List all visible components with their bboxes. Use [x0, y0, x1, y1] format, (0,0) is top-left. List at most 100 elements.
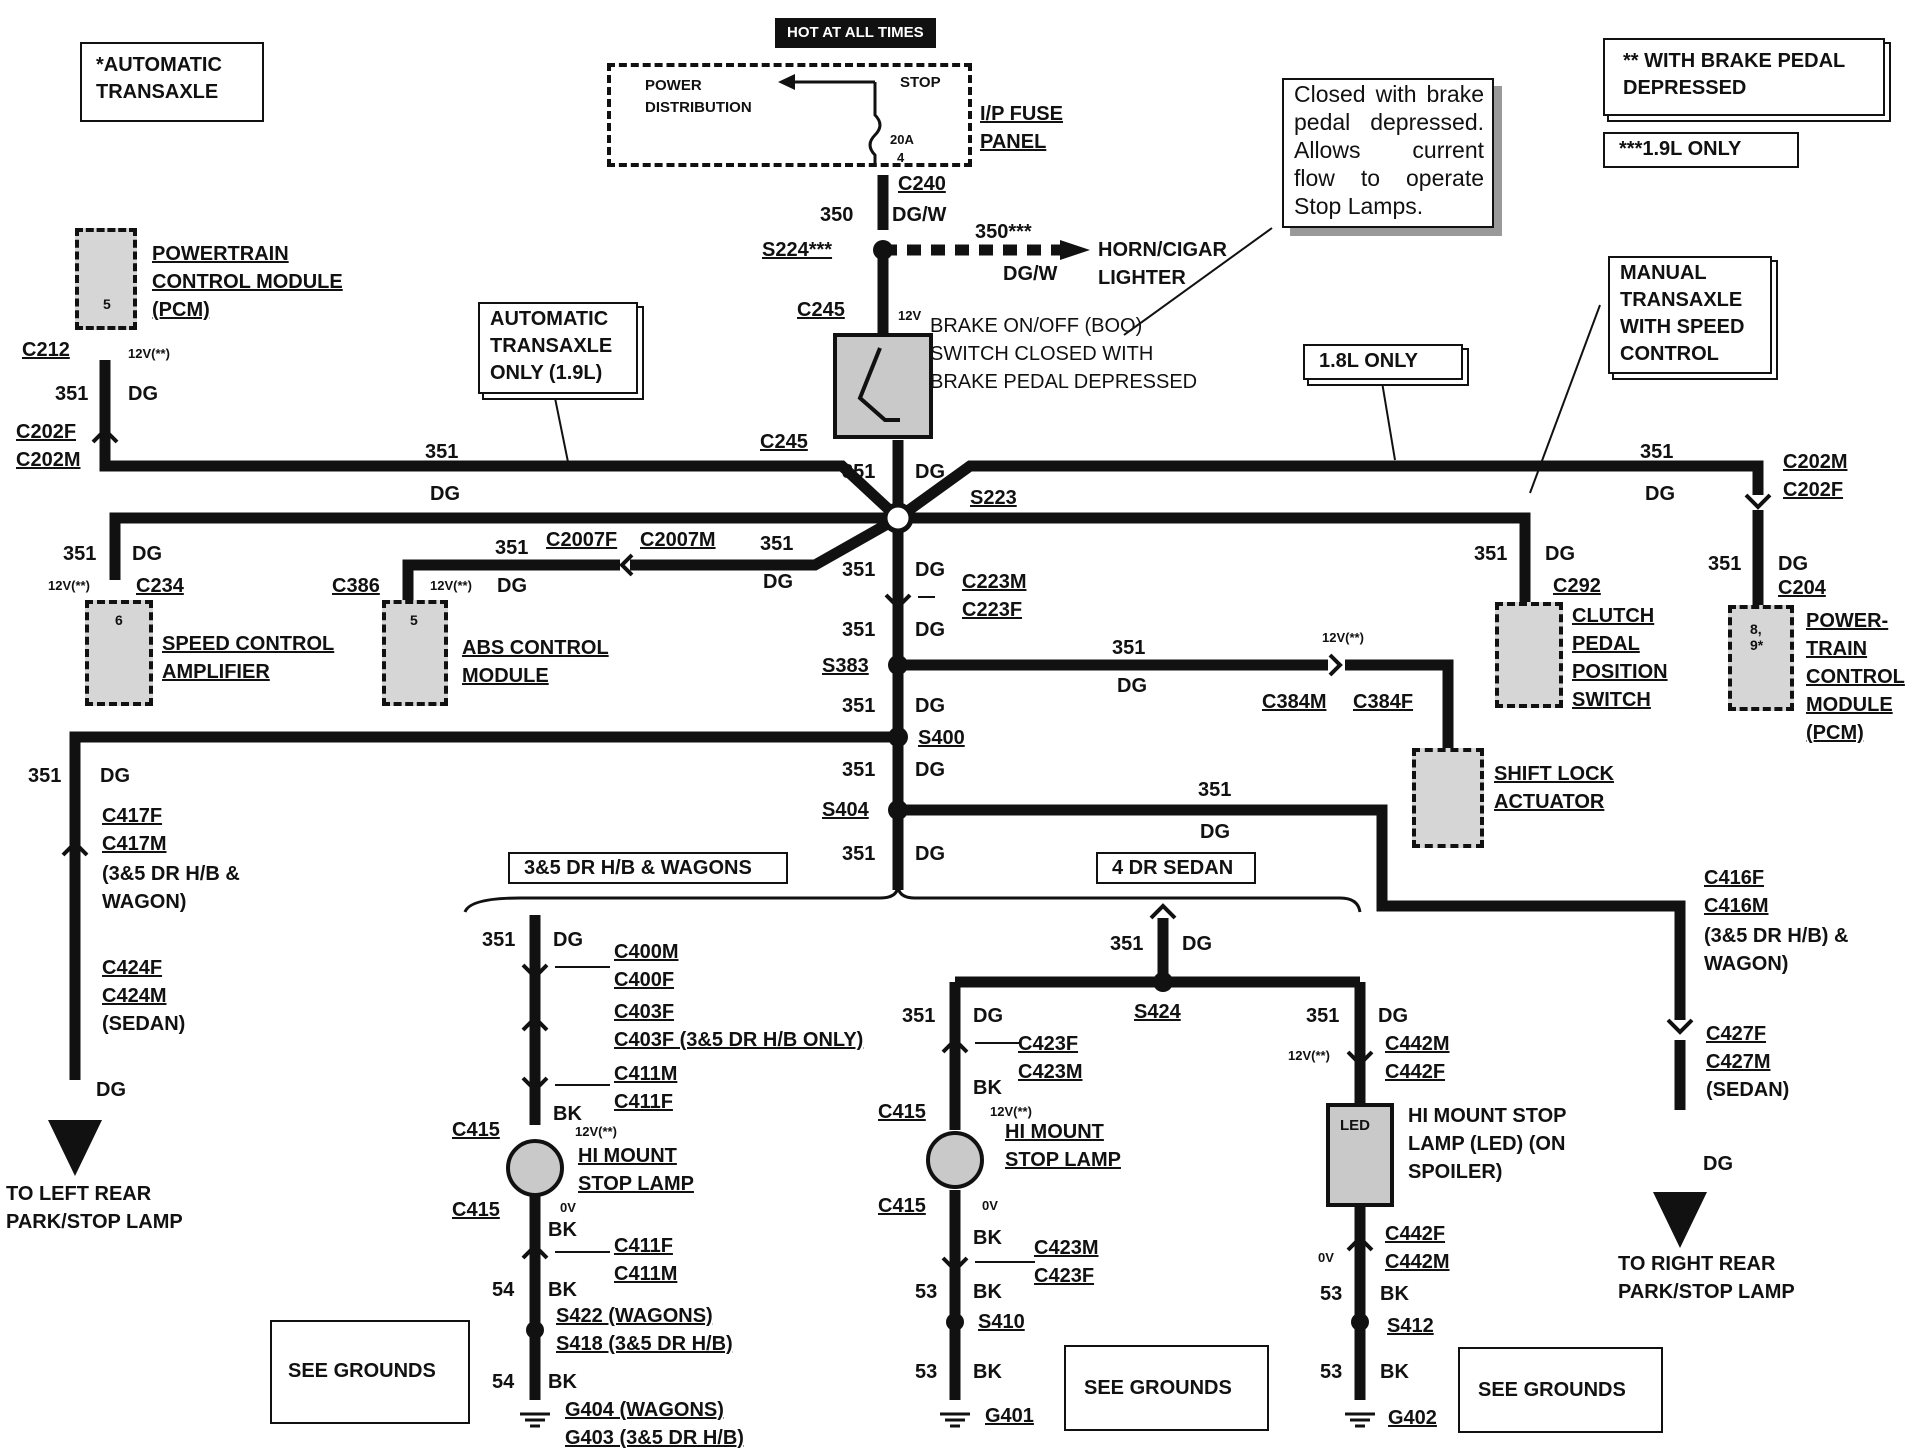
arrow-power-dist-head	[778, 74, 795, 90]
dg-shift: DG	[1117, 675, 1147, 697]
s404: S404	[822, 799, 869, 821]
dg-spd: DG	[132, 543, 162, 565]
fuse-num-label: 4	[897, 150, 905, 165]
wire-s404	[898, 804, 1686, 1020]
bk-w1: BK	[553, 1103, 582, 1125]
power-distribution-label: POWER DISTRIBUTION	[645, 77, 752, 116]
c400f: C400F	[614, 969, 675, 991]
v0-w: 0V	[560, 1200, 576, 1215]
wire-bus2-left	[109, 512, 898, 580]
pointer-manual	[1529, 304, 1601, 494]
fuse-panel	[607, 63, 972, 167]
conn-c417	[61, 840, 89, 857]
v12s-l3: 12V(**)	[1288, 1048, 1330, 1063]
arrow-horn	[1060, 240, 1090, 260]
see-grounds-1: SEE GROUNDS	[270, 1320, 470, 1424]
abs-label: ABS CONTROL MODULE	[462, 637, 609, 687]
g403-text: G403 (3&5 DR H/B)	[565, 1427, 744, 1449]
right-rear-label: TO RIGHT REAR PARK/STOP LAMP	[1618, 1250, 1838, 1306]
c442f-2: C442F	[1385, 1223, 1446, 1245]
conn-c223	[884, 593, 912, 610]
w54-a: 54	[492, 1279, 515, 1301]
dg-t5: DG	[915, 759, 945, 781]
s418: S418 (3&5 DR H/B)	[556, 1332, 733, 1356]
c411f: C411F	[614, 1091, 673, 1113]
c403f-2: C403F (3&5 DR H/B ONLY)	[614, 1028, 863, 1052]
v12s-abs: 12V(**)	[430, 578, 472, 593]
s424: S424	[1134, 1001, 1181, 1023]
c423f-2: C423F	[1034, 1265, 1095, 1287]
v12-boo: 12V	[898, 308, 922, 323]
splice-s422	[526, 1321, 544, 1339]
c411m-2: C411M	[614, 1263, 678, 1285]
pcm-right-label: POWER-TRAIN CONTROL MODULE (PCM)	[1806, 610, 1905, 744]
c202m-right: C202M	[1783, 451, 1848, 473]
w351-sedan: 351	[1110, 933, 1144, 955]
c204: C204	[1778, 577, 1826, 599]
pcm-left-module: 5	[75, 228, 137, 330]
pcm-right-module: 8, 9*	[1728, 605, 1794, 711]
shift-lock-module	[1412, 748, 1484, 848]
dg-abs-2: DG	[763, 571, 793, 593]
s422-text: S422 (WAGONS)	[556, 1305, 713, 1327]
c245-a: C245	[797, 299, 845, 321]
note-19-only: ***1.9L ONLY	[1603, 132, 1799, 168]
c202m: C202M	[16, 449, 81, 471]
g402: G402	[1388, 1407, 1437, 1429]
splice-s400	[888, 727, 908, 747]
w351-shift: 351	[1112, 637, 1146, 659]
note-manual-speed: MANUAL TRANSAXLE WITH SPEED CONTROL	[1608, 256, 1772, 374]
hb-wagon-right-text: (3&5 DR H/B) & WAGON)	[1704, 925, 1849, 975]
v0-l3: 0V	[1318, 1250, 1334, 1265]
c417f: C417F	[102, 805, 163, 827]
hi-mount-lamp-1-bulb	[506, 1139, 564, 1197]
bk-l3b: BK	[1380, 1361, 1409, 1383]
bk-l3a: BK	[1380, 1283, 1409, 1305]
c234: C234	[136, 575, 184, 597]
abs-pin: 5	[410, 612, 418, 628]
c416f: C416F	[1704, 867, 1765, 889]
bk-w4: BK	[548, 1371, 577, 1393]
wire-abs	[630, 513, 901, 571]
w54-b: 54	[492, 1371, 515, 1393]
splice-s223	[882, 502, 914, 534]
sedan-box-text: 4 DR SEDAN	[1112, 857, 1234, 879]
note-automatic-transaxle: *AUTOMATIC TRANSAXLE	[80, 42, 264, 122]
dg-w: DG	[553, 929, 583, 951]
splice-s404	[888, 800, 908, 820]
conn-c423	[941, 1037, 969, 1054]
w351-s404: 351	[1198, 779, 1232, 801]
arrow-right-rear	[1653, 1192, 1707, 1248]
wire-s383-2	[1345, 659, 1454, 748]
c427m: C427M	[1706, 1051, 1771, 1073]
arrow-left-rear	[48, 1120, 102, 1176]
w351-abs-2: 351	[760, 533, 794, 555]
s223: S223	[970, 487, 1017, 509]
ground-g401	[940, 1412, 970, 1428]
shift-lock-label: SHIFT LOCK ACTUATOR	[1494, 763, 1614, 813]
sedan-right: (SEDAN)	[1706, 1079, 1790, 1101]
note-with-brake: ** WITH BRAKE PEDAL DEPRESSED	[1603, 38, 1885, 116]
c384f: C384F	[1353, 691, 1414, 713]
c223m: C223M	[962, 571, 1027, 593]
note-18-only: 1.8L ONLY	[1303, 344, 1463, 380]
conn-c442	[1346, 1235, 1374, 1252]
w351-t3: 351	[842, 619, 876, 641]
hi-mount-1: HI MOUNT STOP LAMP	[578, 1145, 694, 1195]
w351-pcm: 351	[55, 383, 89, 405]
conn-c403	[521, 1015, 549, 1032]
wire-abs-2	[402, 559, 620, 600]
see-grounds-3: SEE GROUNDS	[1458, 1347, 1663, 1433]
c384m: C384M	[1262, 691, 1327, 713]
w351-l2: 351	[902, 1005, 936, 1027]
conn-c442top	[1346, 1050, 1374, 1067]
c442m-2: C442M	[1385, 1251, 1450, 1273]
boo-switch-contact	[857, 347, 900, 422]
w53-a: 53	[915, 1281, 938, 1303]
dg-trunk: DG	[915, 461, 945, 483]
c415-l2b: C415	[878, 1195, 926, 1217]
c202f: C202F	[16, 421, 77, 443]
c415-l2: C415	[878, 1101, 926, 1123]
sedan-left: (SEDAN)	[102, 1013, 186, 1035]
